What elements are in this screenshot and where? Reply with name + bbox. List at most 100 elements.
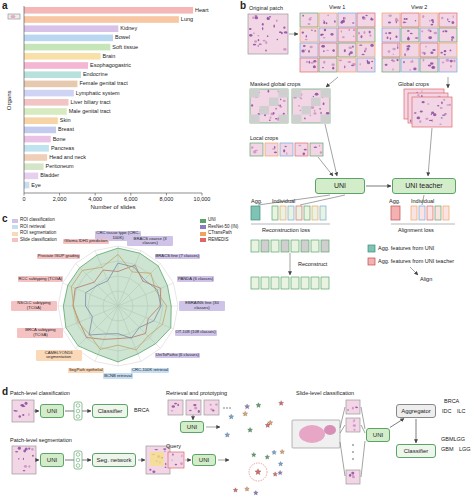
token (311, 277, 319, 289)
tile-outline (401, 58, 419, 72)
tissue-tile (12, 446, 36, 474)
tissue-tile (382, 13, 400, 27)
axis-title: Organs (6, 90, 13, 110)
legend-label: UNI (208, 218, 216, 223)
process-box: UNI (40, 404, 64, 418)
nucleus-blob (22, 414, 24, 416)
leader-line (410, 267, 418, 275)
label: BRCA (444, 398, 459, 404)
tile-outline (412, 97, 452, 127)
tile-outline (357, 28, 375, 42)
nucleus-blob (164, 450, 166, 452)
nucleus-blob (283, 100, 286, 102)
leader-line (166, 193, 167, 196)
nucleus-blob (283, 27, 285, 29)
category-label: Endocrine (83, 71, 108, 77)
ellipsis-dot (226, 407, 227, 408)
bar (24, 154, 47, 161)
star-symbol (265, 455, 270, 459)
nucleus-blob (332, 49, 335, 52)
nucleus-blob (263, 40, 266, 42)
nucleus-blob (428, 29, 431, 32)
nucleus-blob (275, 118, 277, 119)
panel-letter: a (2, 0, 8, 11)
nucleus-blob (371, 61, 373, 63)
nucleus-blob (18, 458, 19, 460)
label: Query (166, 443, 181, 449)
star-symbol (245, 404, 250, 409)
axis-label: BRCA subtyping (TCGA) (17, 328, 63, 338)
leader-line (290, 253, 291, 275)
nucleus-blob (283, 149, 285, 152)
nucleus-blob (22, 405, 24, 408)
nucleus-blob (348, 47, 352, 49)
tissue-tile (319, 13, 337, 27)
nucleus-blob (352, 407, 354, 410)
star-symbol (248, 427, 253, 432)
nucleus-blob (322, 45, 325, 48)
nucleus-blob (442, 114, 446, 115)
label: Retrieval and prototyping (166, 390, 227, 396)
category-label: Soft tissue (112, 44, 138, 50)
category-label: Brain (103, 53, 116, 59)
token (301, 240, 309, 252)
token (288, 206, 294, 220)
feature-dot (76, 458, 80, 462)
tile-outline (12, 400, 34, 422)
label: Agg. (389, 198, 400, 204)
tissue-tile (338, 13, 356, 27)
tile-outline (401, 28, 419, 42)
nucleus-blob (413, 68, 416, 71)
star-symbol (272, 450, 277, 454)
token (419, 206, 425, 220)
nucleus-blob (347, 409, 349, 410)
legend-swatch (12, 225, 18, 229)
tile-outline (420, 28, 438, 42)
star-symbol (229, 414, 234, 419)
nucleus-blob (397, 44, 398, 46)
nucleus-blob (31, 448, 33, 451)
nucleus-blob (441, 117, 443, 118)
feature-dot (76, 409, 80, 413)
tile-outline (439, 43, 457, 57)
nucleus-blob (385, 32, 386, 34)
token (368, 258, 375, 265)
axis-label: SegPath epithelial (68, 368, 104, 374)
star-symbol (255, 469, 261, 475)
axis-label: Glioma IDH1 prediction (63, 239, 108, 245)
nucleus-blob (322, 103, 324, 104)
leader-line (24, 193, 25, 196)
category-label: Bowel (115, 34, 130, 40)
nucleus-blob (305, 39, 308, 40)
tissue-tile (338, 43, 356, 57)
nucleus-blob (341, 21, 344, 24)
tissue-tile (357, 58, 375, 72)
nucleus-blob (172, 454, 174, 456)
nucleus-blob (277, 39, 279, 41)
nucleus-blob (425, 118, 428, 120)
tile-outline (300, 28, 318, 42)
nucleus-blob (421, 90, 422, 92)
feature-dot (76, 415, 80, 419)
nucleus-blob (304, 118, 306, 120)
nucleus-blob (422, 101, 425, 103)
nucleus-blob (19, 415, 21, 417)
tissue-tile (382, 58, 400, 72)
tissue-tile (265, 143, 278, 156)
slide-tissue (324, 425, 336, 435)
nucleus-blob (163, 448, 166, 450)
nucleus-blob (308, 23, 311, 25)
nucleus-blob (447, 18, 448, 20)
nucleus-blob (445, 31, 447, 33)
category-label: Skin (60, 117, 71, 123)
nucleus-blob (431, 114, 432, 115)
token (321, 240, 329, 252)
nucleus-blob (369, 34, 371, 37)
bar (24, 136, 51, 143)
tile-outline (300, 43, 318, 57)
nucleus-blob (23, 458, 24, 460)
tile-outline (346, 470, 360, 484)
star-symbol (225, 432, 230, 437)
nucleus-blob (405, 18, 408, 20)
nucleus-blob (309, 61, 310, 64)
